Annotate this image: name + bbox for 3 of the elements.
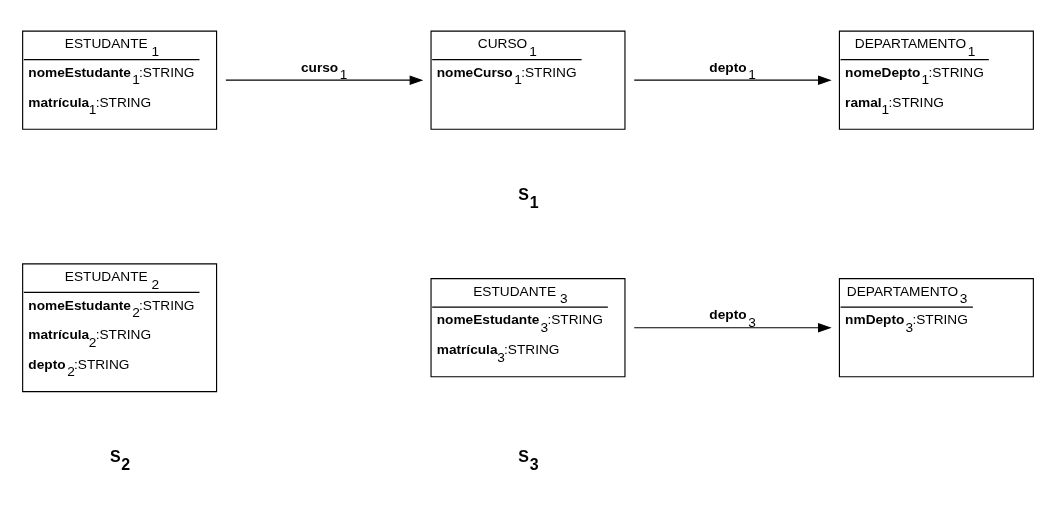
arrow	[633, 75, 832, 85]
arrow	[633, 322, 832, 333]
arrow	[225, 75, 424, 85]
